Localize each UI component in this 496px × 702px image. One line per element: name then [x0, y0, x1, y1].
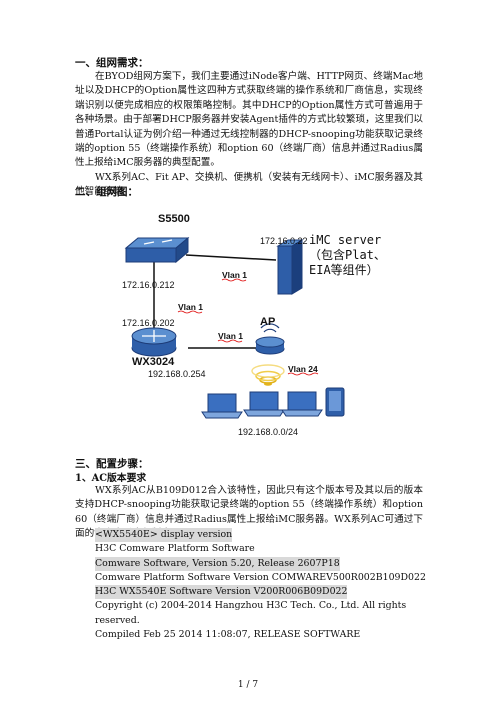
code-line: <WX5540E> display version — [95, 528, 233, 543]
s5500-label: S5500 — [158, 213, 190, 225]
section-1-title: 一、组网需求： — [75, 57, 149, 69]
tablet-icon — [325, 387, 345, 417]
laptop-icon-3 — [281, 391, 323, 417]
version-output: <WX5540E> display version H3C Comware Pl… — [95, 528, 430, 642]
section-3-title: 三、配置步骤： — [75, 458, 149, 470]
code-line: Compiled Feb 25 2014 11:08:07, RELEASE S… — [95, 629, 361, 641]
server-ip-label: 172.16.0.22 — [260, 236, 308, 246]
section-3-subtitle: 1、AC版本要求 — [75, 473, 147, 484]
server-label: iMC server （包含Plat、 EIA等组件） — [309, 233, 386, 278]
ap-icon — [255, 323, 285, 355]
network-diagram-svg — [124, 236, 345, 419]
section-1-paragraph-1: 在BYOD组网方案下，我们主要通过iNode客户端、HTTP网页、终端Mac地址… — [75, 71, 423, 169]
wx3024-controller-icon — [131, 327, 177, 357]
code-line: Copyright (c) 2004-2014 Hangzhou H3C Tec… — [95, 600, 407, 626]
s5500-ip-label: 172.16.0.212 — [122, 280, 175, 290]
page-number: 1 / 7 — [237, 680, 259, 690]
wx-ip-top-label: 172.16.0.202 — [122, 318, 175, 328]
client-subnet-label: 192.168.0.0/24 — [238, 427, 299, 437]
vlan24-label: Vlan 24 — [288, 364, 318, 374]
server-label-line-1: iMC server — [309, 233, 382, 247]
code-line: H3C Comware Platform Software — [95, 543, 255, 555]
wx3024-label: WX3024 — [132, 356, 175, 368]
section-1-body: 在BYOD组网方案下，我们主要通过iNode客户端、HTTP网页、终端Mac地址… — [75, 70, 423, 200]
vlan24-underline — [287, 372, 319, 376]
wireless-signal-icon — [251, 364, 285, 386]
server-label-line-3: EIA等组件） — [309, 263, 379, 277]
vlan1-ac-label: Vlan 1 — [218, 331, 244, 341]
vlan1-top-label: Vlan 1 — [222, 270, 248, 280]
link-s5500-server — [185, 254, 277, 261]
code-line: H3C WX5540E Software Version V200R006B09… — [95, 585, 348, 600]
wx-ip-bottom-label: 192.168.0.254 — [148, 369, 206, 379]
imc-server-icon — [276, 239, 304, 295]
code-line: Comware Platform Software Version COMWAR… — [95, 571, 426, 583]
code-line: Comware Software, Version 5.20, Release … — [95, 556, 340, 571]
section-2-title: 二、组网图： — [75, 186, 138, 198]
ap-label: AP — [260, 316, 276, 328]
laptop-icon-1 — [201, 393, 243, 419]
vlan1-mid-label: Vlan 1 — [178, 302, 204, 312]
network-diagram: S5500 172.16.0.212 172.16.0.22 iMC serve… — [118, 208, 451, 440]
s5500-switch-icon — [124, 236, 190, 264]
vlan1-mid-underline — [177, 310, 203, 314]
vlan1-ac-underline — [217, 339, 243, 343]
laptop-icon-2 — [243, 391, 285, 417]
vlan1-top-underline — [221, 278, 247, 282]
server-label-line-2: （包含Plat、 — [309, 248, 386, 262]
section-1-paragraph-2: WX系列AC、Fit AP、交换机、便携机（安装有无线网卡）、iMC服务器及其他… — [75, 171, 423, 198]
